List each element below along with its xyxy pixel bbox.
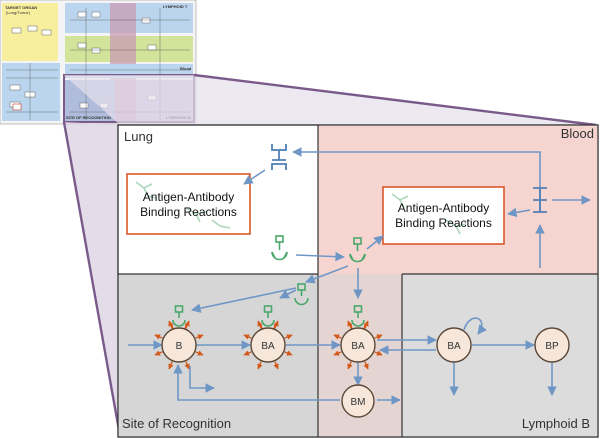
receptor-spike <box>284 334 293 340</box>
thumb-target-organ-title: TARGET ORGAN <box>5 5 37 10</box>
lung-label: Lung <box>124 129 153 144</box>
lung-box-antibody-decoration <box>135 181 231 229</box>
cell-body <box>250 327 286 363</box>
thumb-target-organ-subtitle: (Lung/Tumor) <box>6 10 31 15</box>
node-ba3: BA <box>436 327 472 363</box>
node-bm: BM <box>341 384 375 418</box>
receptor-spike <box>195 350 204 356</box>
bound-antibody <box>261 319 275 327</box>
blood-box-line1: Antigen-Antibody <box>398 201 489 215</box>
receptor-spike <box>154 350 163 356</box>
zoom-wedge <box>62 73 597 437</box>
receptor-spike <box>363 361 369 370</box>
node-ba3-label: BA <box>447 341 461 352</box>
edge-blood-ab-to-box <box>507 207 531 218</box>
edge-lung-to-hub <box>295 251 345 262</box>
cell-body <box>340 327 376 363</box>
receptor-spike <box>154 334 163 340</box>
receptor-spike <box>168 361 174 370</box>
edge-bm-to-b <box>173 364 340 401</box>
lymphoid-b-label: Lymphoid B <box>522 416 590 431</box>
recognition-region-left <box>118 274 318 437</box>
node-b <box>154 305 204 370</box>
lung-box-line2: Binding Reactions <box>140 205 237 219</box>
hub-antibody-icon <box>349 237 366 263</box>
receptor-spike <box>374 350 383 356</box>
edge-b-down <box>189 366 215 393</box>
receptor-spike <box>284 350 293 356</box>
receptor-spike <box>273 361 279 370</box>
edge-ba3-self-loop <box>463 317 488 335</box>
receptor-spike <box>257 361 263 370</box>
edge-lung-ab-to-box <box>243 169 266 185</box>
blood-box-antibody-decoration <box>391 193 467 235</box>
blood-box-line2: Binding Reactions <box>395 216 492 230</box>
lung-binding-box: Antigen-Antibody Binding Reactions <box>126 173 251 235</box>
edge-hub-to-blood-box <box>366 235 384 250</box>
blood-receptor-icon <box>533 187 547 213</box>
edge-free-ab-to-b <box>191 287 297 313</box>
node-bp-label: BP <box>545 341 559 352</box>
bound-antibody <box>172 319 186 327</box>
receptor-spike <box>195 334 204 340</box>
receptor-spike <box>333 334 342 340</box>
lung-receptor-icon <box>271 144 287 170</box>
recognition-free-antibody-icon <box>294 283 309 306</box>
node-bp: BP <box>534 327 570 363</box>
blood-binding-box: Antigen-Antibody Binding Reactions <box>382 186 505 245</box>
edge-hub-to-free-ab <box>305 265 349 284</box>
thumb-recognition-label: SITE OF RECOGNITION <box>66 115 111 120</box>
lung-box-line1: Antigen-Antibody <box>143 190 234 204</box>
receptor-spike <box>333 350 342 356</box>
edge-free-ab-to-ba1 <box>279 289 297 299</box>
receptor-spike <box>243 334 252 340</box>
receptor-spike <box>374 334 383 340</box>
receptor-spike <box>243 350 252 356</box>
cell-body <box>161 327 197 363</box>
node-ba2 <box>333 305 383 370</box>
receptor-spike <box>347 361 353 370</box>
blood-label: Blood <box>561 126 594 141</box>
receptor-spike <box>184 361 190 370</box>
thumb-blood-label: Blood <box>180 66 192 71</box>
lymphoid-b-region <box>402 274 598 437</box>
thumb-lymphoid-t-label: LYMPHOID T <box>163 4 188 9</box>
bound-antibody <box>351 319 365 327</box>
site-of-recognition-label: Site of Recognition <box>122 416 231 431</box>
lung-free-antibody-icon <box>271 235 288 261</box>
node-ba1 <box>243 305 293 370</box>
node-bm-label: BM <box>351 397 366 408</box>
